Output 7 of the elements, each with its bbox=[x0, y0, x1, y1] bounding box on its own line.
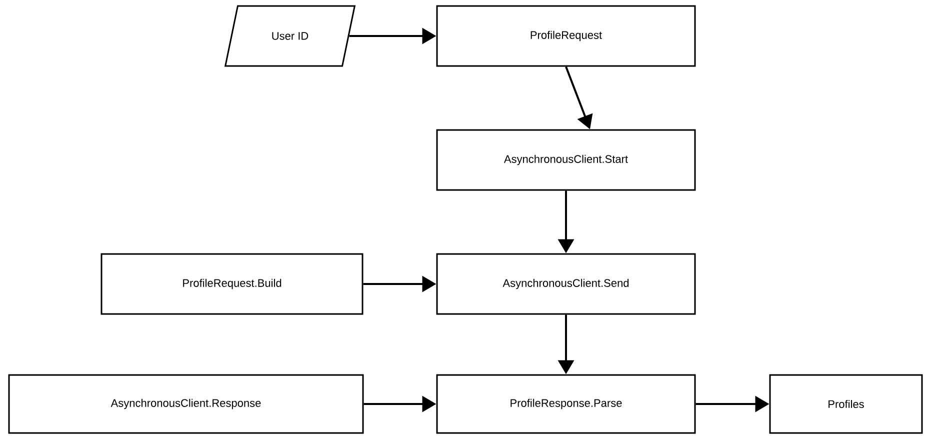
process-box: ProfileRequest.Build bbox=[100, 253, 364, 315]
process-box: AsynchronousClient.Start bbox=[436, 129, 696, 191]
process-box: ProfileRequest bbox=[436, 5, 696, 67]
process-box: Profiles bbox=[769, 374, 923, 434]
process-box: AsynchronousClient.Send bbox=[436, 253, 696, 315]
process-box: AsynchronousClient.Response bbox=[8, 374, 364, 434]
process-box: ProfileResponse.Parse bbox=[436, 374, 696, 434]
